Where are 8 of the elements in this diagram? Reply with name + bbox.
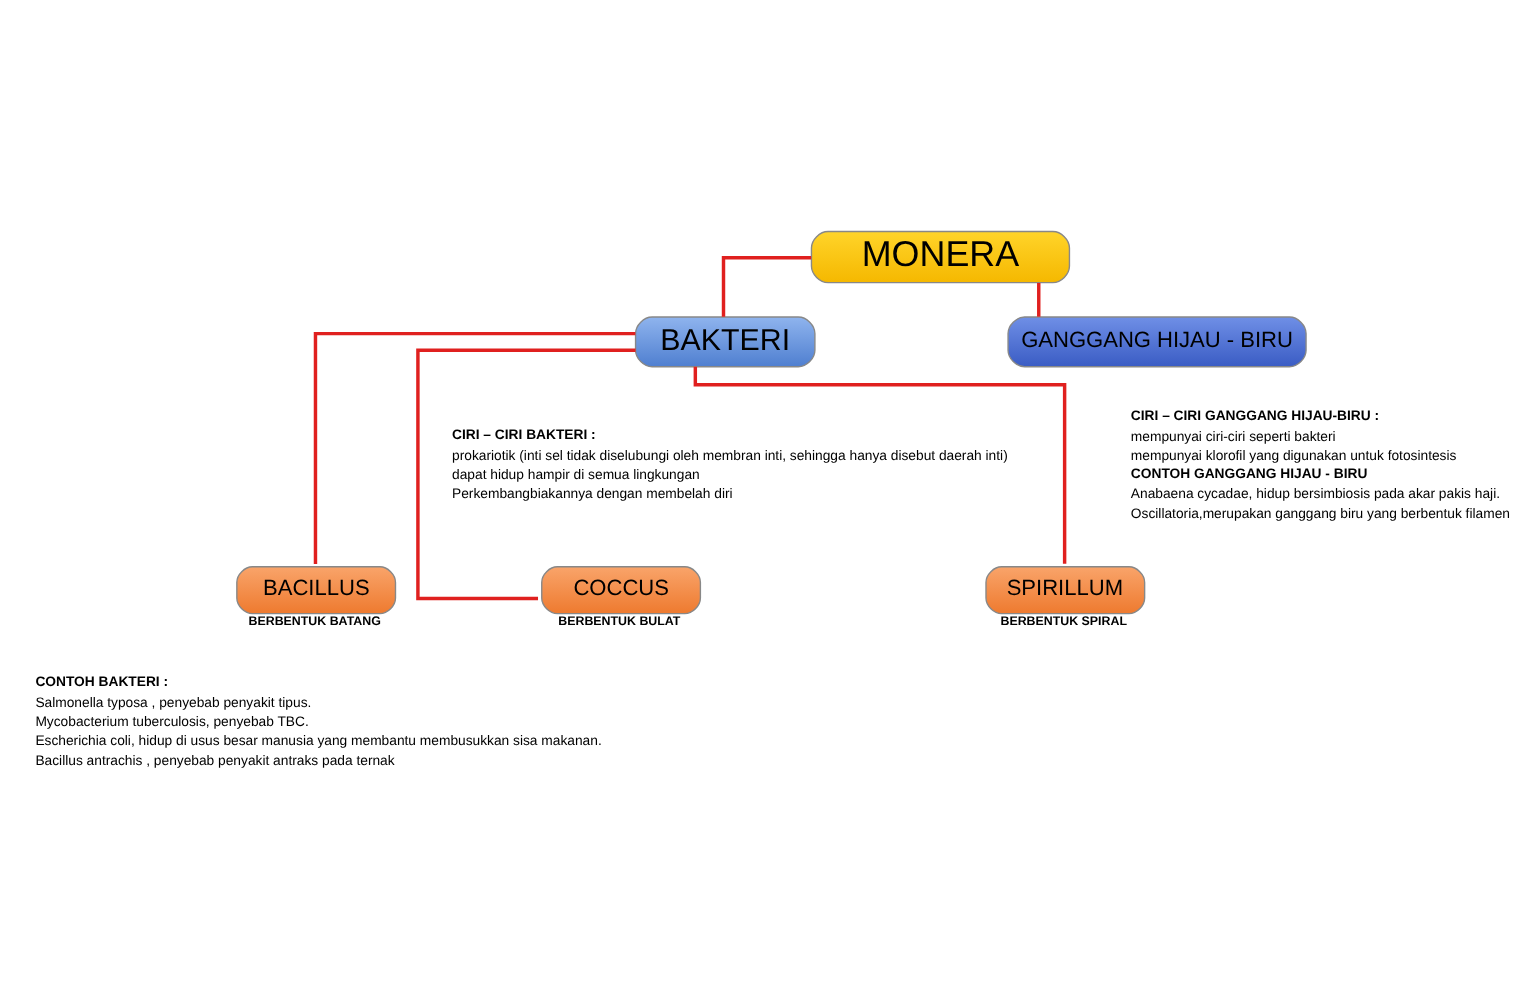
node-box: BAKTERI bbox=[634, 315, 816, 367]
node-box: MONERA bbox=[810, 229, 1071, 283]
connector bbox=[416, 347, 636, 600]
node-box: GANGGANG HIJAU - BIRU bbox=[1007, 315, 1307, 367]
connector bbox=[721, 255, 812, 316]
connector bbox=[1037, 281, 1041, 316]
connector bbox=[693, 365, 1067, 563]
connector bbox=[313, 330, 636, 563]
